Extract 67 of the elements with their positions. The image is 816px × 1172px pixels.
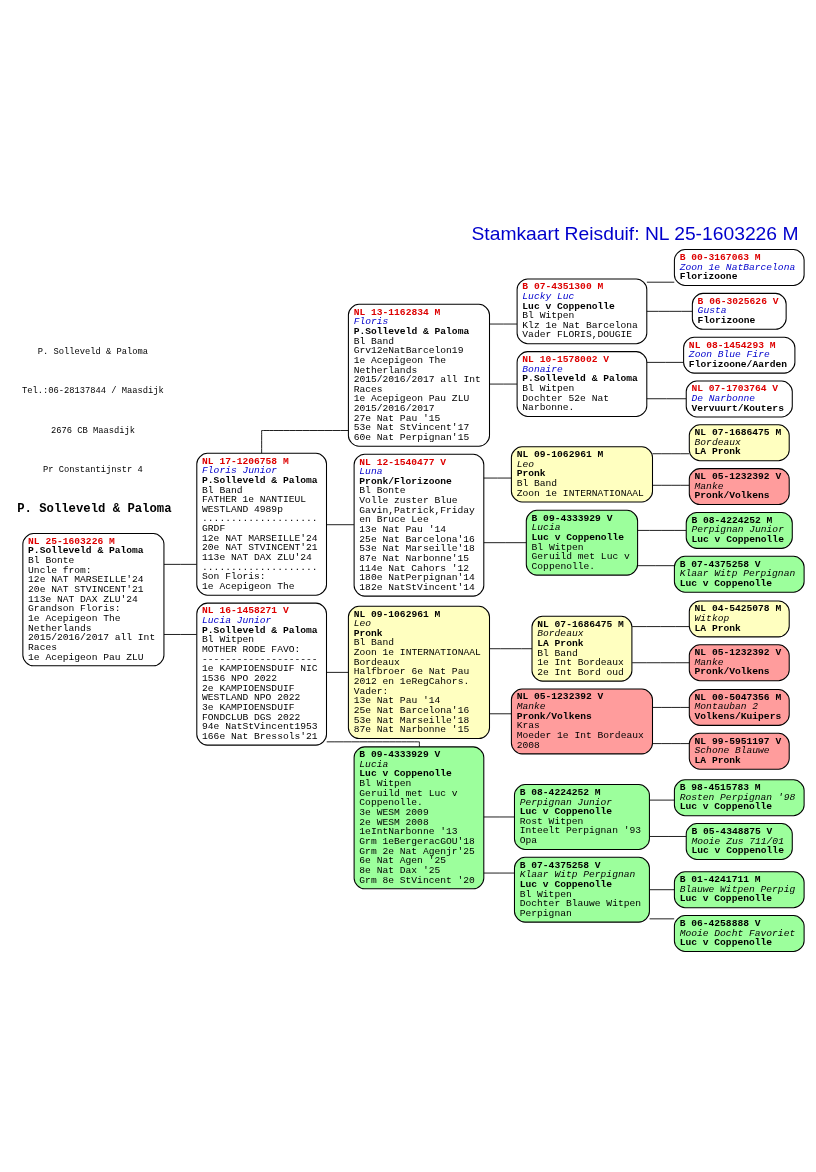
connector (489, 383, 518, 384)
node-box: NL 99-5951197 V Schone Blauwe LA Pronk (688, 732, 790, 770)
node-box: B 08-4224252 M Perpignan Junior Luc v Coppenolle (685, 511, 793, 549)
node-box: NL 05-1232392 V Manke Pronk/Volkens Kras Moeder 1e Int Bordeaux 2008 (510, 688, 654, 754)
connector (326, 671, 349, 673)
connector (652, 452, 690, 454)
connector (261, 429, 349, 454)
node-box: NL 08-1454293 M Zoon Blue Fire Florizoone/Aarden (683, 336, 796, 374)
node-box: NL 07-1686475 M Bordeaux LA Pronk Bl Band 1e Int Bordeaux 2e Int Bord oud (531, 615, 633, 682)
node-box: NL 17-1206758 M Floris Junior P.Solleveld & Paloma Bl Band FATHER 1e NANTIEUL WESTLAND 4989p .................... GRDF 12e NAT MARSEILLE'24 20e NAT STVINCENT'21 113e NAT DAX ZLU'24 .................... Son Floris: 1e Acepigeon The (196, 452, 328, 596)
node-box: NL 00-5047356 M Montauban 2 Volkens/Kuipers (688, 688, 790, 726)
node-box: NL 10-1578002 V Bonaire P.Solleveld & Paloma Bl Witpen Dochter 52e Nat Narbonne. (516, 350, 648, 417)
node-box: B 07-4375258 V Klaar Witp Perpignan Luc v Coppenolle (673, 555, 805, 593)
node-box: B 06-4258888 V Mooie Docht Favoriet Luc v Coppenolle (673, 914, 805, 952)
connector (646, 397, 687, 399)
connector (326, 523, 355, 525)
node-box: NL 05-1232392 V Manke Pronk/Volkens (688, 643, 790, 681)
connector (326, 740, 420, 747)
diagram-title: Stamkaart Reisduif: NL 25-1603226 M (471, 222, 799, 244)
connector (637, 529, 687, 531)
label: 2676 CB Maasdijk (50, 425, 135, 436)
node-box: NL 25-1603226 M P.Solleveld & Paloma Bl Bonte Uncle from: 12e NAT MARSEILLE'24 20e NAT STVINCENT'21 113e NAT DAX ZLU'24 Grandson Floris: 1e Acepigeon The Netherlands 2015/2016/2017 all Int Races 1e Acepigeon Pau ZLU (22, 532, 165, 666)
label: Pr Constantijnstr 4 (43, 464, 143, 475)
connector (649, 835, 687, 837)
node-box: B 06-3025626 V Gusta Florizoone (691, 292, 787, 330)
connector (649, 888, 675, 890)
node-box: NL 07-1703764 V De Narbonne Vervuurt/Kouters (685, 379, 793, 417)
connector (163, 633, 197, 635)
connector (646, 361, 684, 363)
label: Tel.:06-28137844 / Maasdijk (21, 385, 164, 396)
connector (652, 742, 690, 744)
node-box: B 09-4333929 V Lucia Luc v Coppenolle Bl Witpen Geruild met Luc v Coppenolle. 3e WESM 2009 2e WESM 2008 1eIntNarbonne '13 Grm 1eBergeracGOU'18 Grm 2e Nat Agenjr'25 6e Nat Agen '25 8e Nat Dax '25 Grm 8e StVincent '20 (353, 745, 485, 889)
node-box: B 09-4333929 V Lucia Luc v Coppenolle Bl Witpen Geruild met Luc v Coppenolle. (525, 509, 639, 576)
connector (649, 799, 675, 801)
node-box: B 07-4351300 M Lucky Luc Luc v Coppenolle Bl Witpen Klz 1e Nat Barcelona Vader FLORIS,DOUGIE (516, 277, 648, 344)
connector (649, 917, 675, 919)
label: P. Solleveld & Paloma (17, 501, 172, 516)
connector (646, 281, 675, 283)
node-box: B 07-4375258 V Klaar Witp Perpignan Luc v Coppenolle Bl Witpen Dochter Blauwe Witpen Perpignan (513, 856, 650, 923)
connector (163, 563, 197, 565)
node-box: NL 09-1062961 M Leo Pronk Bl Band Zoon 1e INTERNATIONAAL (510, 445, 654, 502)
node-box: B 05-4348875 V Mooie Zus 711/01 Luc v Coppenolle (685, 822, 793, 860)
connector (637, 564, 675, 566)
connector (646, 310, 693, 312)
node-box: B 08-4224252 M Perpignan Junior Luc v Coppenolle Rost Witpen Inteelt Perpignan '93 Opa (513, 783, 650, 850)
connector (483, 816, 515, 817)
node-box: NL 09-1062961 M Leo Pronk Bl Band Zoon 1e INTERNATIONAAL Bordeaux Halfbroer 6e Nat Pau 2012 en 1eRegCahors. Vader: 13e Nat Pau '14 25e Nat Barcelona'16 53e Nat Marseille'18 87e Nat Narbonne '15 (347, 605, 491, 739)
connector (489, 323, 518, 324)
connector (483, 541, 527, 543)
connector (652, 484, 690, 486)
node-box: NL 12-1540477 V Luna Pronk/Florizoone Bl Bonte Volle zuster Blue Gavin,Patrick,Friday en Bruce Lee 13e Nat Pau '14 25e Nat Barcelona'16 53e Nat Marseille'18 87e Nat Narbonne'15 114e Nat Cahors '12 180e NatPerpignan'14 182e NatStVincent'14 (353, 453, 485, 597)
connector (631, 661, 690, 663)
node-box: NL 05-1232392 V Manke Pronk/Volkens (688, 467, 790, 505)
node-box: NL 04-5425078 M Witkop LA Pronk (688, 599, 790, 637)
node-box: NL 07-1686475 M Bordeaux LA Pronk (688, 423, 790, 461)
connector (483, 477, 512, 478)
node-box: B 98-4515783 M Rosten Perpignan '98 Luc v Coppenolle (673, 778, 805, 816)
connector (483, 872, 515, 873)
connector (652, 706, 690, 708)
node-box: B 01-4241711 M Blauwe Witpen Perpig Luc v Coppenolle (673, 870, 805, 908)
label: P. Solleveld & Paloma (37, 346, 149, 357)
node-box: B 00-3167063 M Zoon 1e NatBarcelona Florizoone (673, 248, 805, 286)
connector (489, 712, 512, 714)
node-box: NL 13-1162834 M Floris P.Solleveld & Paloma Bl Band Grv12eNatBarcelon19 1e Acepigeon The Netherlands 2015/2016/2017 all Int Races 1e Acepigeon Pau ZLU 2015/2016/2017 27e Nat Pau '15 53e Nat StVincent'17 60e Nat Perpignan'15 (347, 303, 491, 447)
connector (631, 625, 690, 627)
connector (489, 647, 533, 649)
node-box: NL 16-1458271 V Lucia Junior P.Solleveld & Paloma Bl Witpen MOTHER RODE FAVO: -------------------- 1e KAMPIOENSDUIF NIC 1536 NPO 2022 2e KAMPIOENSDUIF WESTLAND NPO 2022 3e KAMPIOENSDUIF FONDCLUB DGS 2022 94e NatStVincent1953 166e Nat Bressols'21 (196, 602, 328, 746)
